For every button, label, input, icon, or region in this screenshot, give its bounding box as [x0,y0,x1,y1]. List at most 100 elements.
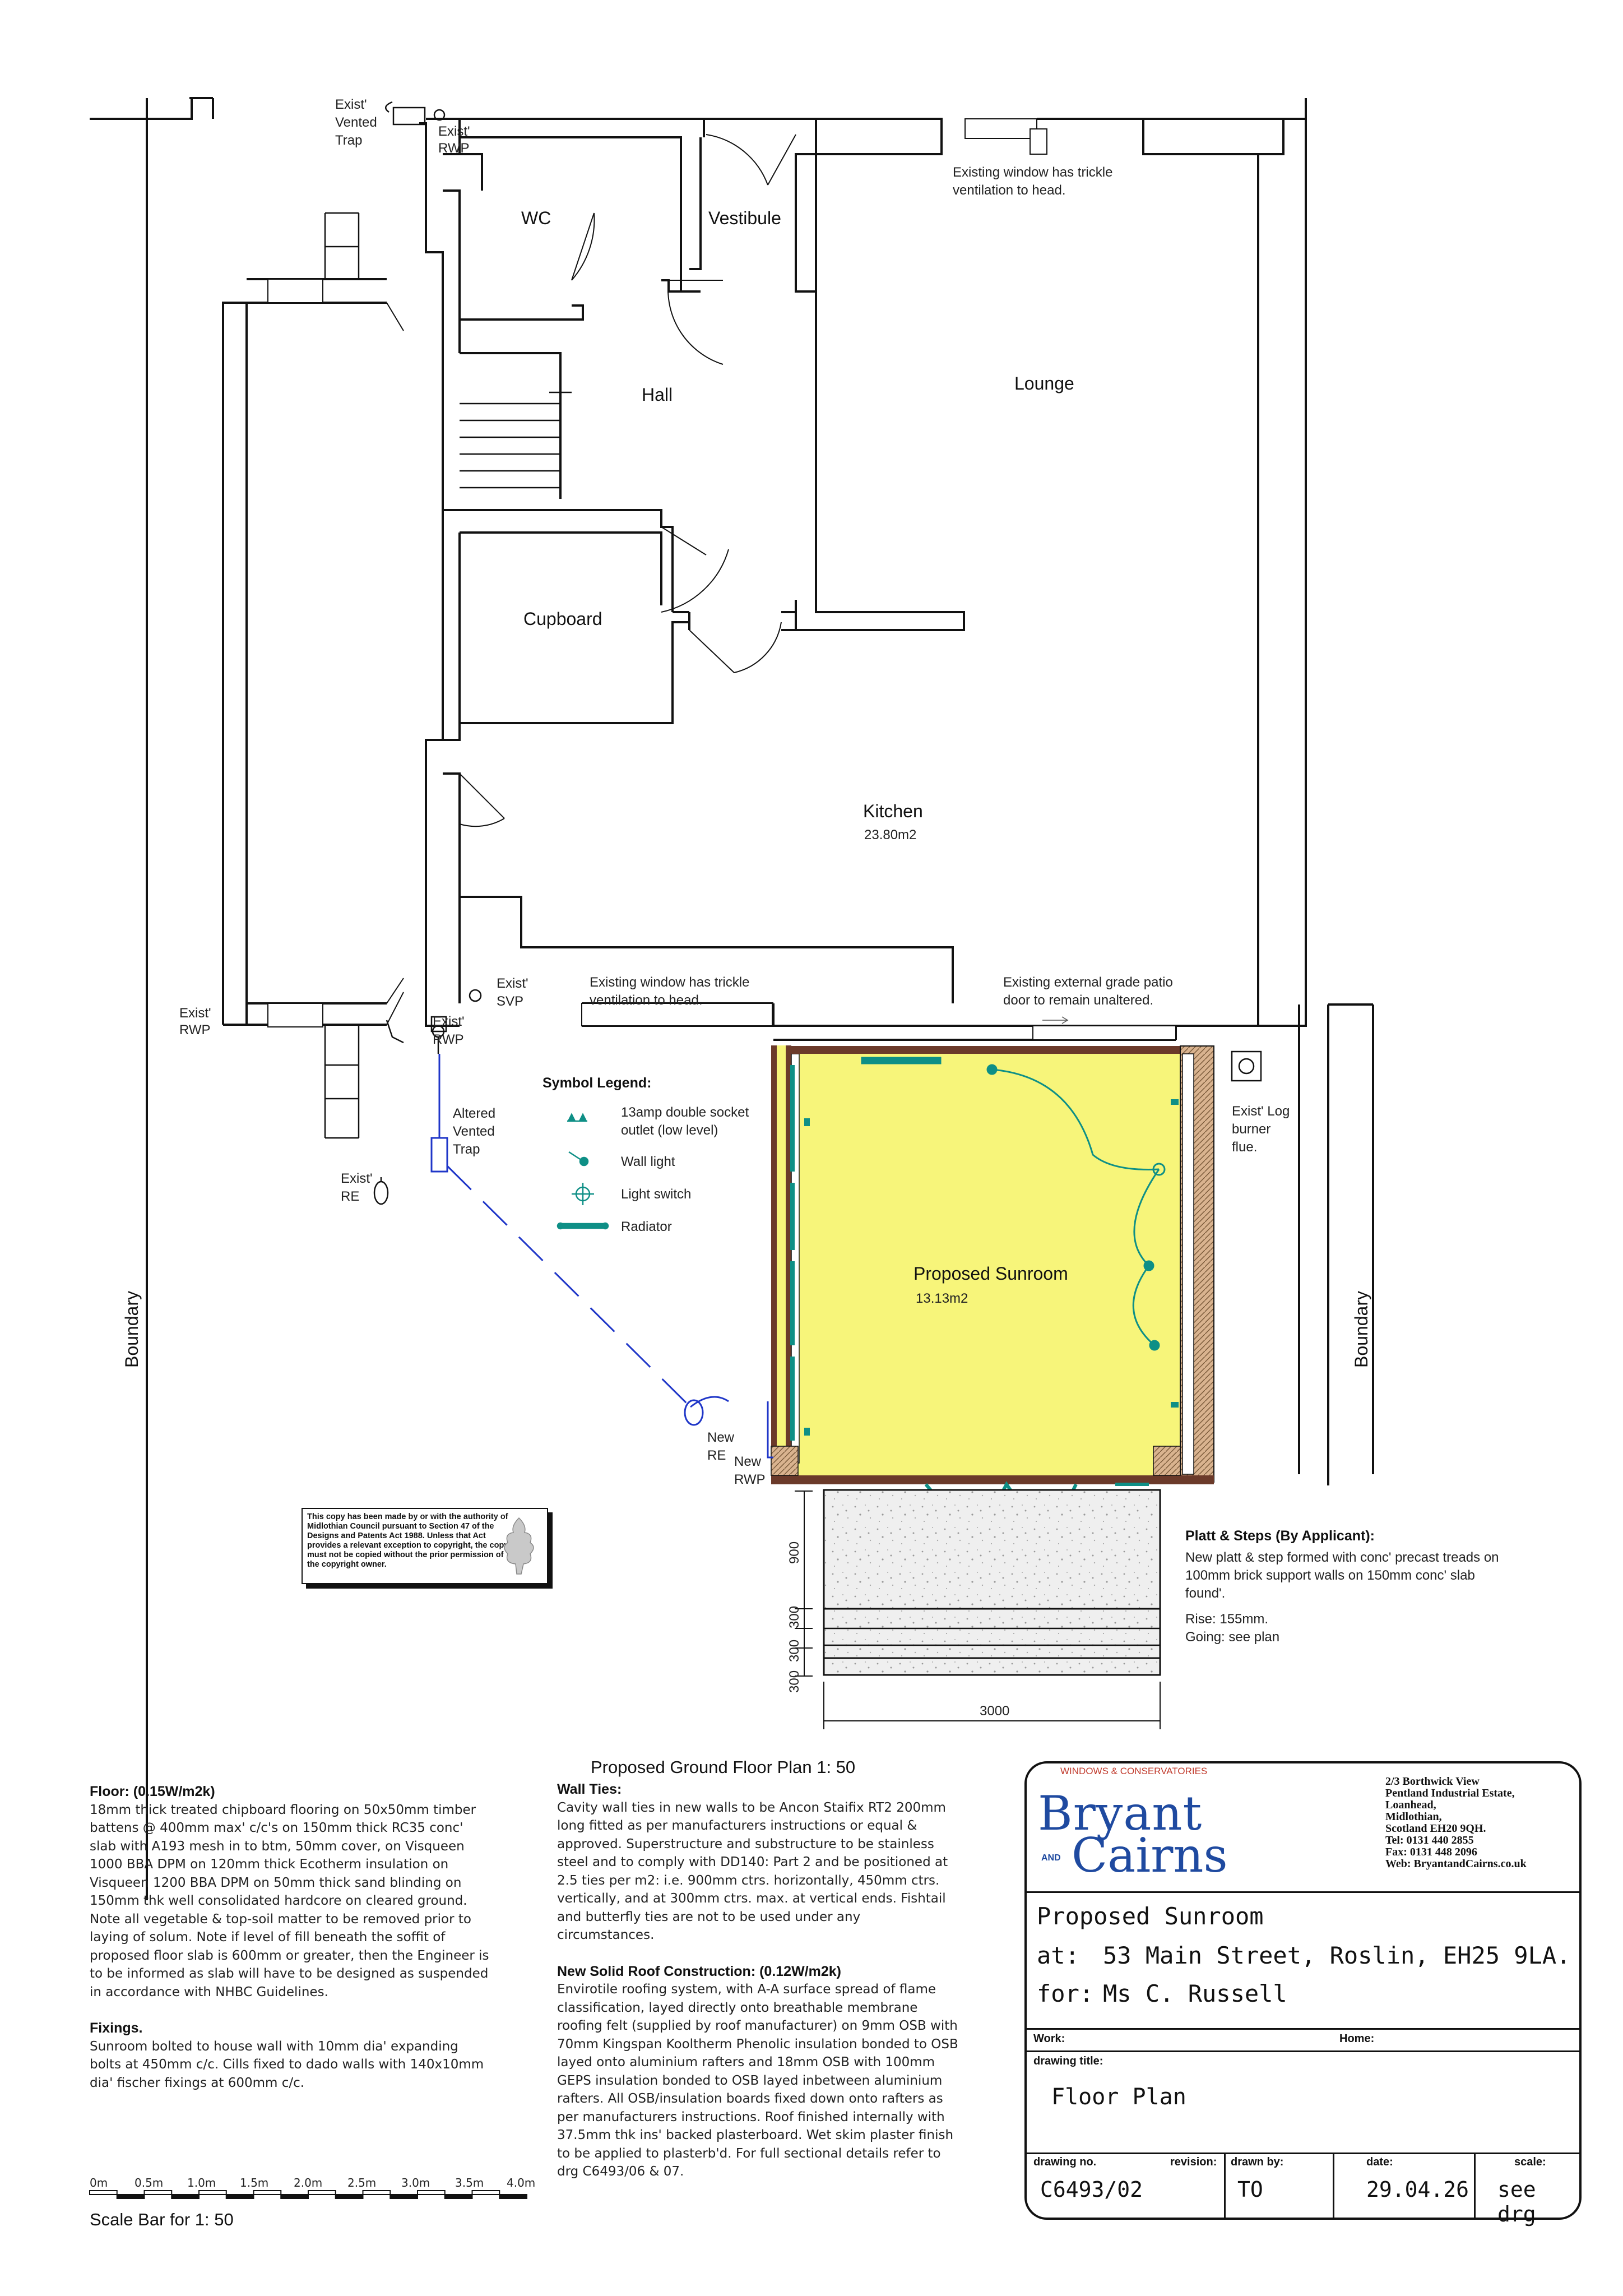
sunroom [771,1045,1214,1546]
drawing-scale: see drg [1497,2177,1536,2226]
logo-bryant: Bryant [1038,1786,1203,1841]
kitchen-area: 23.80m2 [864,827,916,843]
note-kitchen-window-1: Existing window has trickle [590,975,749,990]
boundary-label-right: Boundary [1351,1291,1371,1368]
note-exist-rwp-top-2: RWP [438,141,470,156]
platt-and-steps [823,1489,1161,1676]
revision-label: revision: [1170,2156,1217,2168]
scale-bar-caption: Scale Bar for 1: 50 [90,2210,234,2229]
note-new-rwp-1: New [734,1454,762,1469]
work-label: Work: [1033,2033,1065,2045]
legend-socket-2: outlet (low level) [621,1123,718,1138]
logo-tagline: WINDOWS & CONSERVATORIES [1060,1766,1208,1776]
address-line: Fax: 0131 448 2096 [1385,1846,1477,1858]
floor-note: Floor: (0.15W/m2k) 18mm thick treated ch… [90,1783,493,2001]
note-exist-rwp-mid-2: RWP [433,1032,464,1047]
scale-bar-graphic [89,2190,527,2199]
dim-300-c: 300 [787,1670,802,1693]
scale-bar-segment [499,2194,527,2199]
floor-note-text: 18mm thick treated chipboard flooring on… [90,1802,489,1999]
dimension-lines [795,1490,1161,1729]
room-label-sunroom: Proposed Sunroom [913,1263,1068,1284]
boundary-lines [90,97,1374,1900]
note-new-re-1: New [707,1430,735,1445]
drawing-title-label: drawing title: [1033,2055,1103,2067]
copyright-text: This copy has been made by or with the a… [307,1512,509,1569]
scale-bar-segment [471,2190,500,2195]
fixings-note-text: Sunroom bolted to house wall with 10mm d… [90,2039,484,2090]
note-exist-svp-1: Exist' [497,976,528,991]
scale-tick: 2.5m [347,2176,377,2189]
note-log-burner-2: burner [1232,1122,1270,1137]
drawn-by-label: drawn by: [1231,2156,1284,2168]
dim-900: 900 [787,1542,802,1564]
note-patio-door-1: Existing external grade patio [1003,975,1173,990]
logo-and: AND [1041,1853,1061,1863]
scale-bar-segment [389,2194,418,2199]
scale-bar-segment [362,2190,391,2195]
wall-light-symbols [1143,1163,1166,1351]
note-exist-vented-trap-3: Trap [335,133,362,148]
scale-bar-segment [253,2190,282,2195]
scale-tick: 1.5m [240,2176,269,2189]
scale-bar-segment [198,2190,227,2195]
drainage-existing [373,101,482,1205]
dim-3000: 3000 [980,1704,1009,1719]
note-exist-re-1: Exist' [341,1171,373,1186]
room-label-vestibule: Vestibule [708,208,781,228]
scale-tick: 1.0m [187,2176,216,2189]
drawing-date: 29.04.26 [1366,2177,1469,2202]
note-exist-rwp-left-2: RWP [179,1022,211,1038]
stairs [324,212,572,1139]
tb-divider [1027,2152,1579,2154]
tb-divider [1027,2050,1579,2052]
sunroom-area: 13.13m2 [916,1291,968,1306]
scale-tick: 3.5m [455,2176,484,2189]
legend-symbols [557,1113,609,1230]
drawing-title: Floor Plan [1051,2084,1186,2110]
tb-divider [1027,2028,1579,2030]
roof-note-title: New Solid Roof Construction: (0.12W/m2k) [557,1963,841,1979]
log-burner-flue [1231,1050,1262,1082]
note-kitchen-window-2: ventilation to head. [590,993,702,1008]
scale-bar-segment [116,2194,145,2199]
scale-label: scale: [1514,2156,1546,2168]
copyright-stamp: This copy has been made by or with the a… [302,1508,548,1584]
ties-note-text: Cavity wall ties in new walls to be Anco… [557,1800,948,1943]
scale-bar-segment [225,2194,254,2199]
drawing-number: C6493/02 [1040,2177,1143,2202]
note-new-re-2: RE [707,1448,726,1463]
notes-column-left: Floor: (0.15W/m2k) 18mm thick treated ch… [90,1783,493,2110]
address-line: Pentland Industrial Estate, [1385,1787,1515,1799]
scale-bar-segment [335,2194,364,2199]
room-label-kitchen: Kitchen [863,801,923,821]
ties-note-title: Wall Ties: [557,1781,622,1797]
scale-tick: 3.0m [401,2176,430,2189]
scale-tick: 0.5m [135,2176,164,2189]
note-altered-trap-1: Altered [453,1106,495,1121]
platt-title: Platt & Steps (By Applicant): [1185,1528,1375,1544]
leader-lines [1042,1016,1069,1024]
drawing-no-label: drawing no. [1033,2156,1097,2168]
wall-light-icon [568,1151,589,1166]
platt-line-5: Going: see plan [1185,1630,1279,1645]
plan-title: Proposed Ground Floor Plan 1: 50 [591,1757,855,1777]
scale-tick: 0m [90,2176,108,2189]
legend-socket-1: 13amp double socket [621,1105,749,1120]
logo-cairns: Cairns [1072,1828,1228,1883]
address-line: Tel: 0131 440 2855 [1385,1834,1474,1846]
legend-wall-light: Wall light [621,1154,675,1169]
home-label: Home: [1339,2033,1375,2045]
note-exist-rwp-mid-1: Exist' [433,1014,465,1029]
note-exist-svp-2: SVP [497,994,523,1009]
tb-col-divider [1474,2152,1476,2218]
note-log-burner-3: flue. [1232,1140,1257,1155]
address-line: 2/3 Borthwick View [1385,1775,1480,1788]
room-label-wc: WC [521,208,551,228]
scale-bar-segment [444,2194,473,2199]
dim-300-a: 300 [787,1606,802,1628]
scale-bar-segment [143,2190,173,2195]
scale-bar-segment [171,2194,200,2199]
scale-bar-segment [308,2190,336,2195]
